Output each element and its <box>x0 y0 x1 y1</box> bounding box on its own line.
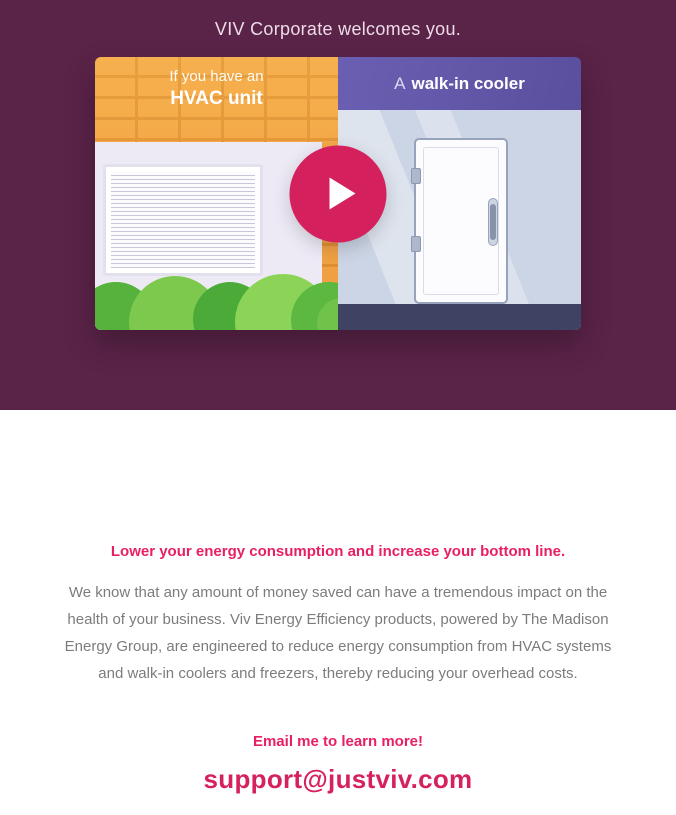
cta-text: Email me to learn more! <box>252 733 424 750</box>
door-hinge-icon <box>411 168 421 184</box>
left-caption-line1: If you have an <box>169 68 264 85</box>
hvac-unit-illustration <box>103 164 263 276</box>
page-title: VIV Corporate welcomes you. <box>214 19 462 39</box>
hero-section: VIV Corporate welcomes you. <box>0 0 676 410</box>
content-section: Lower your energy consumption and increa… <box>0 410 676 815</box>
bush-shape <box>317 298 338 330</box>
right-caption-bold: walk-in cooler <box>411 73 525 93</box>
left-caption-line2: HVAC unit <box>170 88 263 109</box>
video-thumbnail[interactable]: If you have an HVAC unit A walk-in coole… <box>95 57 581 330</box>
door-hinge-icon <box>411 236 421 252</box>
door-handle-icon <box>490 204 496 240</box>
door-panel-line <box>423 147 499 295</box>
hvac-louvers-illustration <box>111 172 255 268</box>
cooler-floor-illustration <box>338 304 581 330</box>
right-caption-prefix: A <box>394 73 406 93</box>
cooler-door-illustration <box>411 138 508 304</box>
email-link[interactable]: support@justviv.com <box>203 764 473 794</box>
play-button[interactable] <box>289 145 387 242</box>
headline: Lower your energy consumption and increa… <box>110 543 566 560</box>
play-icon <box>329 177 355 210</box>
video-right-caption: A walk-in cooler <box>338 57 581 110</box>
bushes-illustration <box>95 266 338 330</box>
video-left-caption: If you have an HVAC unit <box>95 68 338 110</box>
body-paragraph: We know that any amount of money saved c… <box>64 584 612 682</box>
